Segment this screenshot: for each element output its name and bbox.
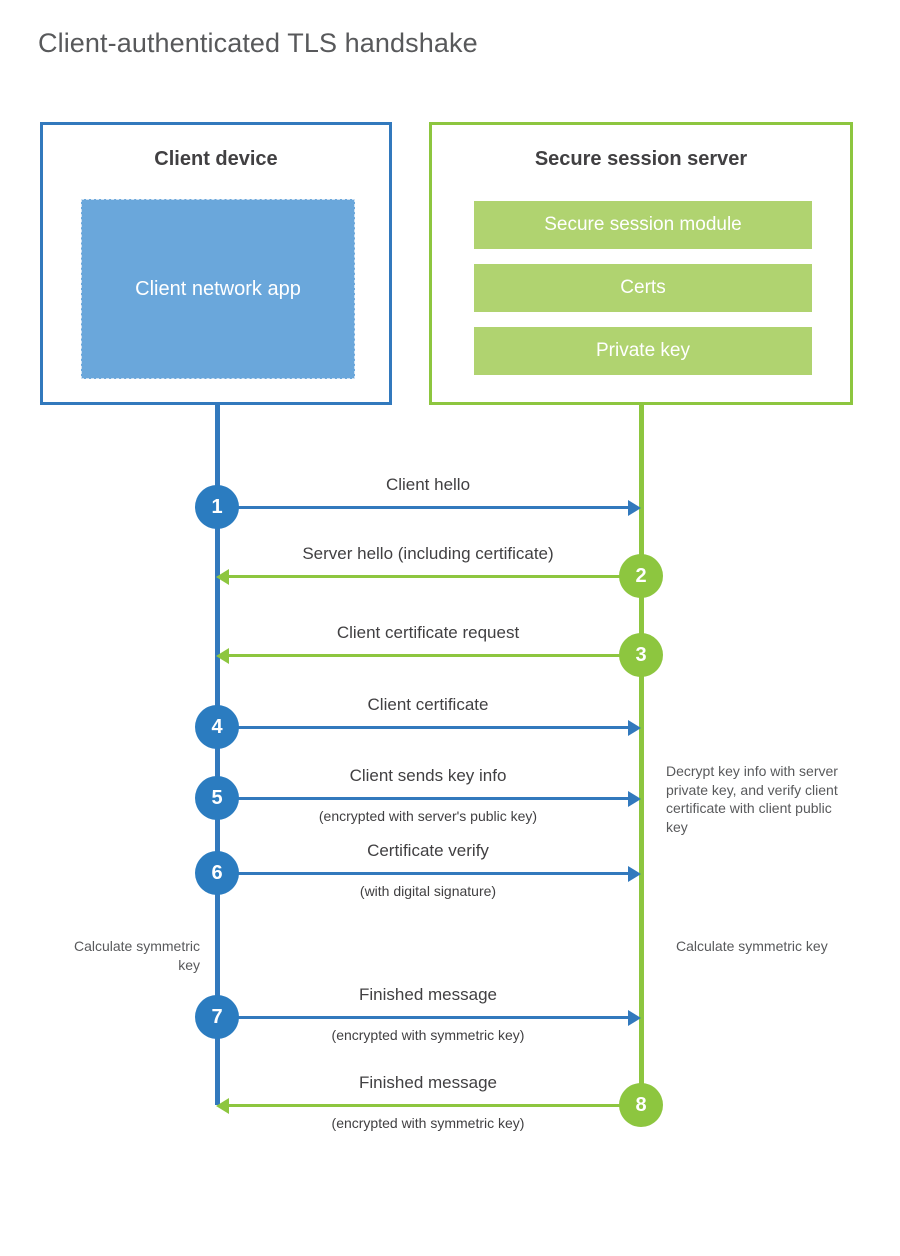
step-8-label: Finished message	[359, 1073, 497, 1092]
step-3-arrow-line	[219, 654, 639, 657]
step-4-arrow-head-icon	[628, 720, 641, 736]
step-badge-2: 2	[619, 554, 663, 598]
secure-session-server-box: Secure session server Secure session mod…	[429, 122, 853, 405]
step-8-arrow-head-icon	[216, 1098, 229, 1114]
note-client-calculate-symmetric-key: Calculate symmetric key	[73, 938, 200, 973]
client-device-box: Client device Client network app	[40, 122, 392, 405]
page-title: Client-authenticated TLS handshake	[38, 28, 478, 58]
step-badge-8: 8	[619, 1083, 663, 1127]
step-badge-3: 3	[619, 633, 663, 677]
step-2-arrow-line	[219, 575, 639, 578]
step-2-label: Server hello (including certificate)	[302, 544, 554, 563]
client-network-app-block: Client network app	[81, 199, 355, 379]
step-6-arrow-line	[217, 872, 637, 875]
step-badge-5: 5	[195, 776, 239, 820]
step-7-arrow-line	[217, 1016, 637, 1019]
step-5-label: Client sends key info	[349, 766, 507, 785]
step-6-label: Certificate verify	[367, 841, 489, 860]
step-6-sublabel: (with digital signature)	[359, 883, 497, 899]
secure-session-server-title: Secure session server	[534, 148, 748, 170]
server-block-secure-session-module: Secure session module	[474, 201, 812, 249]
step-4-label: Client certificate	[367, 695, 489, 714]
step-7-arrow-head-icon	[628, 1010, 641, 1026]
server-block-private-key: Private key	[474, 327, 812, 375]
step-5-arrow-head-icon	[628, 791, 641, 807]
note-server-decrypt: Decrypt key info with server private key…	[666, 763, 838, 835]
step-4-arrow-line	[217, 726, 637, 729]
client-lifeline	[215, 405, 220, 1105]
step-3-label: Client certificate request	[336, 623, 520, 642]
step-1-label: Client hello	[385, 475, 471, 494]
server-block-certs: Certs	[474, 264, 812, 312]
step-badge-6: 6	[195, 851, 239, 895]
step-badge-1: 1	[195, 485, 239, 529]
server-lifeline	[639, 405, 644, 1105]
step-7-label: Finished message	[359, 985, 497, 1004]
client-device-title: Client device	[154, 148, 278, 170]
step-2-arrow-head-icon	[216, 569, 229, 585]
step-1-arrow-head-icon	[628, 500, 641, 516]
step-8-arrow-line	[219, 1104, 639, 1107]
step-6-arrow-head-icon	[628, 866, 641, 882]
step-badge-4: 4	[195, 705, 239, 749]
note-server-calculate-symmetric-key: Calculate symmetric key	[676, 938, 828, 954]
step-7-sublabel: (encrypted with symmetric key)	[331, 1027, 525, 1043]
step-8-sublabel: (encrypted with symmetric key)	[331, 1115, 525, 1131]
step-3-arrow-head-icon	[216, 648, 229, 664]
step-5-sublabel: (encrypted with server's public key)	[318, 808, 538, 824]
step-1-arrow-line	[217, 506, 637, 509]
step-badge-7: 7	[195, 995, 239, 1039]
step-5-arrow-line	[217, 797, 637, 800]
